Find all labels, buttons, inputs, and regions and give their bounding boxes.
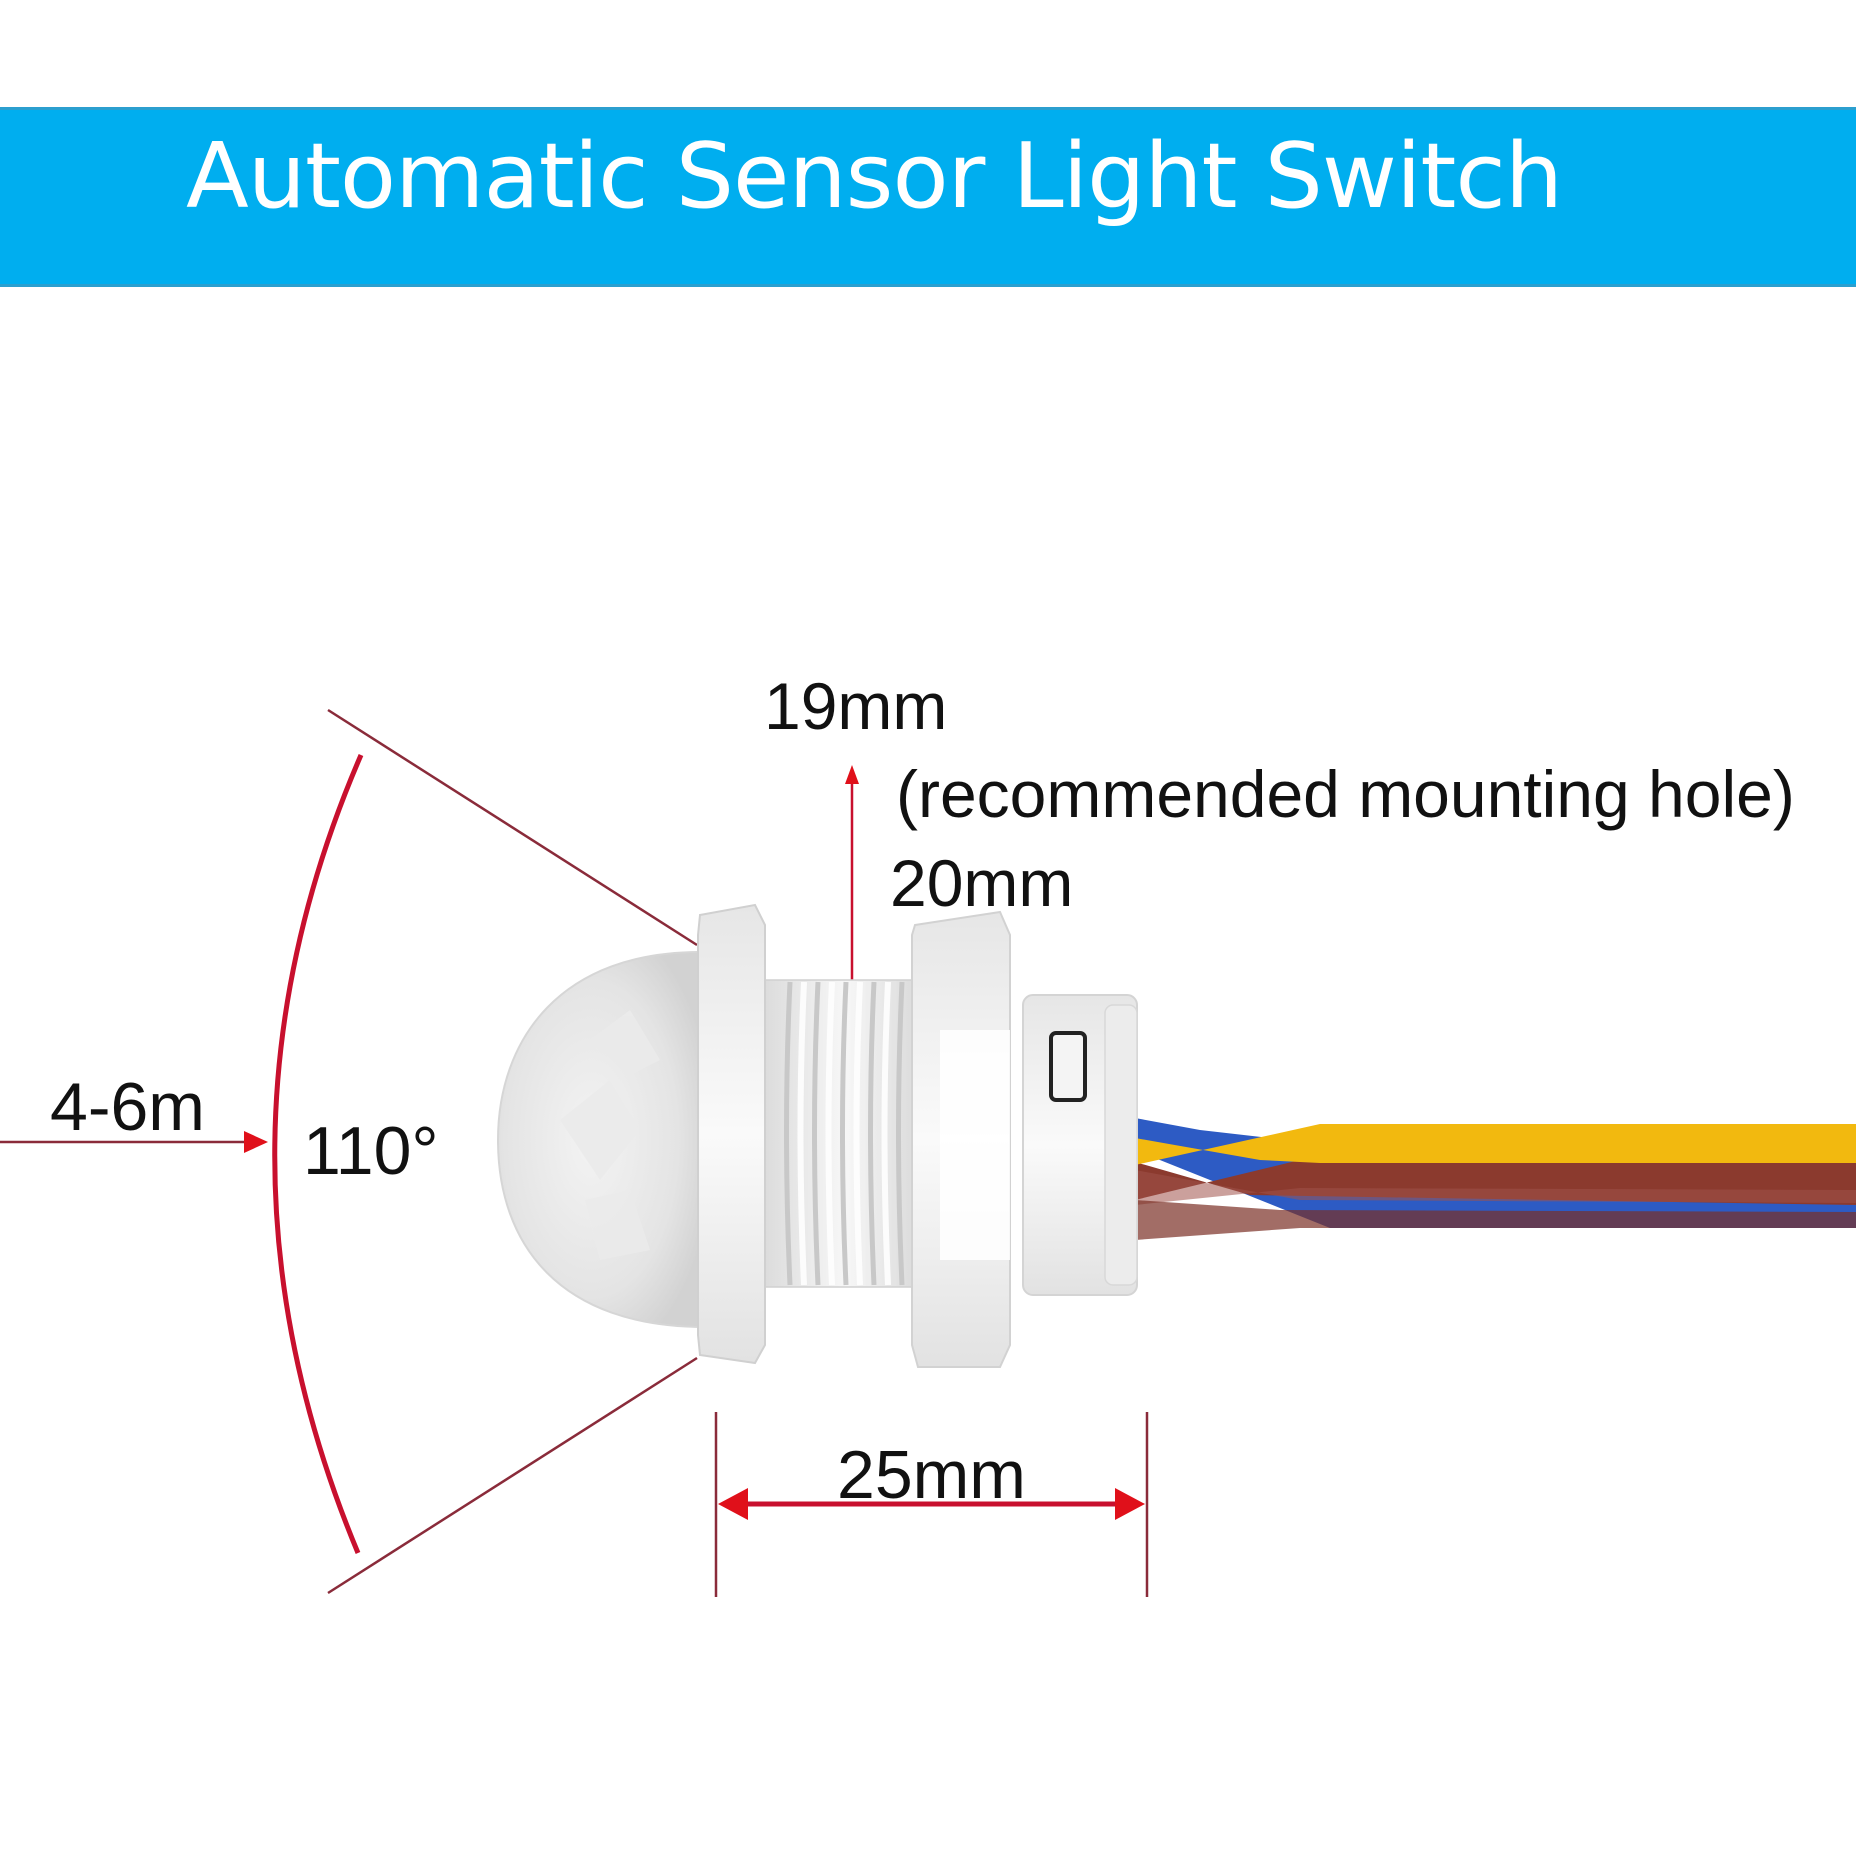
wire-bundle <box>1135 1118 1856 1240</box>
label-body-length: 25mm <box>837 1437 1026 1513</box>
sensor-device <box>496 903 1856 1368</box>
detection-cone <box>327 708 698 1595</box>
adjust-slot <box>1049 1031 1087 1102</box>
label-detection-range: 4-6m <box>50 1069 205 1145</box>
range-arrow <box>0 1131 268 1153</box>
label-detection-angle: 110° <box>303 1113 439 1189</box>
label-hole-note: (recommended mounting hole) <box>896 757 1795 831</box>
page-title: Automatic Sensor Light Switch <box>186 124 1563 229</box>
mounting-hole-arrow <box>845 765 859 980</box>
label-hole-bottom: 20mm <box>890 846 1074 920</box>
length-dimension <box>714 1412 1149 1597</box>
header-banner <box>0 107 1856 287</box>
label-hole-top: 19mm <box>764 669 948 743</box>
detection-arc <box>272 754 364 1554</box>
